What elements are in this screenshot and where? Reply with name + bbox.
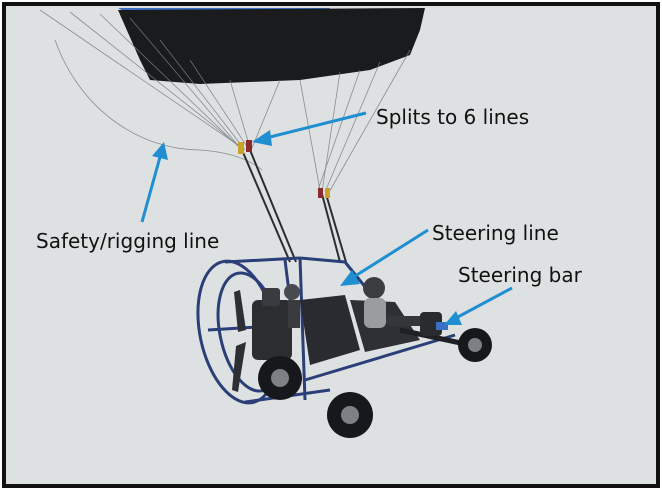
label-splits-to-6-lines: Splits to 6 lines — [376, 105, 529, 129]
annotation-arrows — [140, 111, 513, 325]
arrow-steering-bar — [444, 286, 513, 325]
line-split-markers — [238, 140, 330, 198]
risers — [241, 149, 347, 263]
arrow-steering-line — [340, 228, 429, 286]
label-steering-bar: Steering bar — [458, 263, 583, 287]
arrow-safety — [140, 142, 168, 223]
label-safety-rigging-line: Safety/rigging line — [36, 229, 219, 253]
powered-trike — [196, 256, 492, 438]
label-steering-line: Steering line — [432, 221, 559, 245]
suspension-lines — [39, 9, 411, 195]
paraglider-canopy — [118, 8, 425, 84]
arrow-splits — [252, 111, 367, 146]
